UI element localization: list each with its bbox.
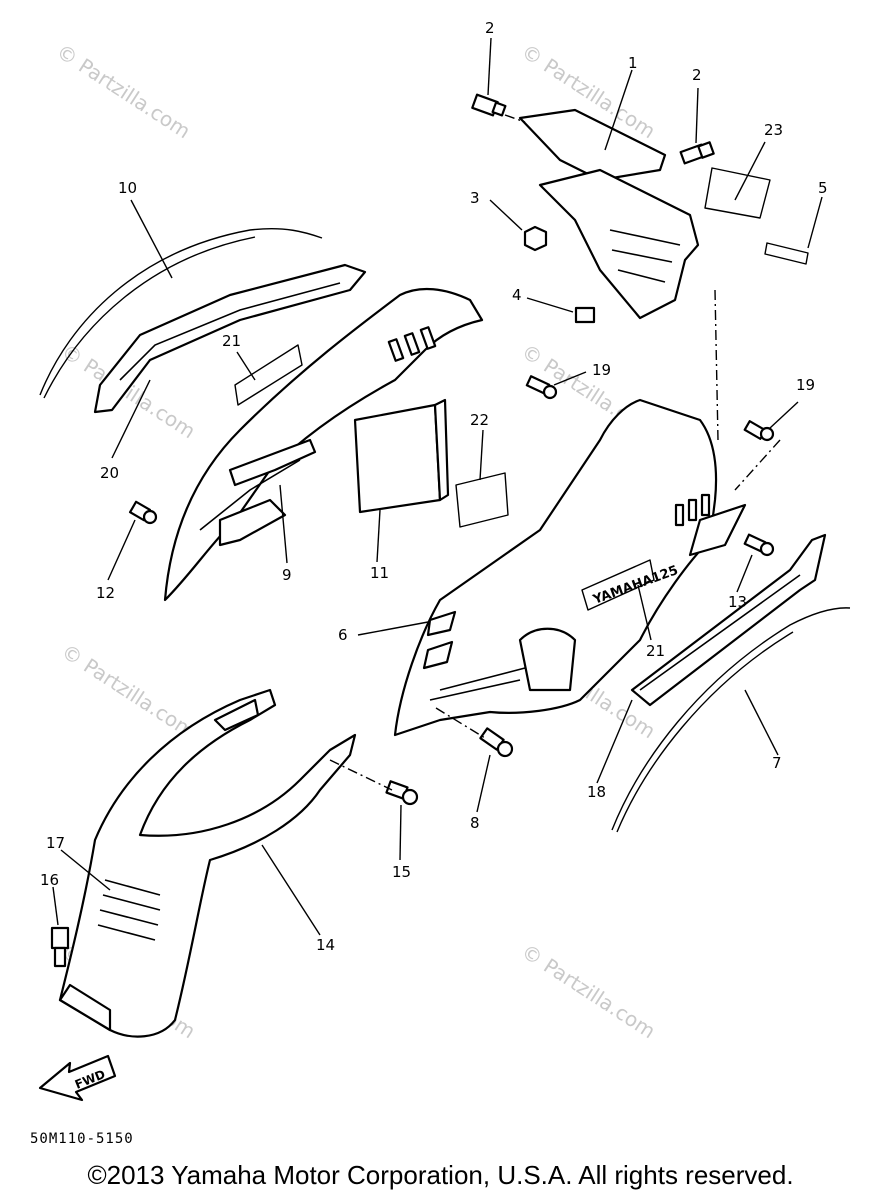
- callout-3: 3: [470, 189, 480, 207]
- callouts: 2 1 2 23 5 3 4 10 21 19 20 19 22 12 9 11…: [40, 19, 828, 954]
- screw-19-left: [525, 375, 558, 400]
- diagram-code: 50M110-5150: [30, 1131, 134, 1147]
- callout-10: 10: [118, 179, 137, 197]
- callout-7: 7: [772, 754, 782, 772]
- fwd-arrow: FWD: [38, 1054, 117, 1102]
- callout-1: 1: [628, 54, 638, 72]
- clip-4: [574, 306, 596, 324]
- callout-22: 22: [470, 411, 489, 429]
- callout-19-right: 19: [796, 376, 815, 394]
- callout-11: 11: [370, 564, 389, 582]
- callout-19-left: 19: [592, 361, 611, 379]
- assembly-lines: [329, 114, 781, 791]
- bolt-2-left: [471, 93, 507, 117]
- watermark-5: © Partzilla.com: [57, 639, 200, 743]
- part-11-pad: [353, 398, 450, 514]
- callout-15: 15: [392, 863, 411, 881]
- callout-8: 8: [470, 814, 480, 832]
- callout-4: 4: [512, 286, 522, 304]
- part-22-decal: [455, 472, 509, 528]
- callout-23: 23: [764, 121, 783, 139]
- part-23-decal: [704, 167, 771, 219]
- part-18-rail-right: [630, 533, 827, 707]
- screw-12: [128, 500, 158, 525]
- part-9-body-cover-left: [163, 287, 484, 602]
- callout-16: 16: [40, 871, 59, 889]
- copyright-notice: ©2013 Yamaha Motor Corporation, U.S.A. A…: [87, 1160, 794, 1190]
- nut-3: [523, 225, 548, 252]
- callout-12: 12: [96, 584, 115, 602]
- part-21-decal-left: [234, 344, 303, 406]
- part-10-side-trim-left: [39, 228, 323, 399]
- part-5-decal: [764, 242, 809, 265]
- leader-lines: [52, 37, 823, 936]
- callout-20: 20: [100, 464, 119, 482]
- callout-14: 14: [316, 936, 335, 954]
- screw-19-right: [743, 420, 775, 442]
- watermark-1: © Partzilla.com: [52, 39, 195, 143]
- fasteners: [50, 93, 775, 968]
- callout-13: 13: [728, 593, 747, 611]
- callout-5: 5: [818, 179, 828, 197]
- part-14-front-panel: [58, 688, 357, 1038]
- part-7-side-trim-right: [611, 607, 851, 833]
- callout-18: 18: [587, 783, 606, 801]
- callout-17: 17: [46, 834, 65, 852]
- watermark-8: © Partzilla.com: [517, 939, 660, 1043]
- bolt-2-right: [679, 141, 715, 165]
- screw-13: [743, 533, 775, 557]
- bolt-16: [50, 926, 70, 968]
- bolt-8: [479, 727, 514, 758]
- callout-2-left: 2: [485, 19, 495, 37]
- callout-6: 6: [338, 626, 348, 644]
- callout-9: 9: [282, 566, 292, 584]
- part-1-rear-cover: [518, 108, 700, 320]
- callout-2-right: 2: [692, 66, 702, 84]
- part-20-inner-rail-left: [93, 263, 367, 414]
- callout-21-left: 21: [222, 332, 241, 350]
- part-6-body-cover-right: [393, 398, 747, 737]
- bolt-15: [385, 780, 419, 806]
- callout-21-right: 21: [646, 642, 665, 660]
